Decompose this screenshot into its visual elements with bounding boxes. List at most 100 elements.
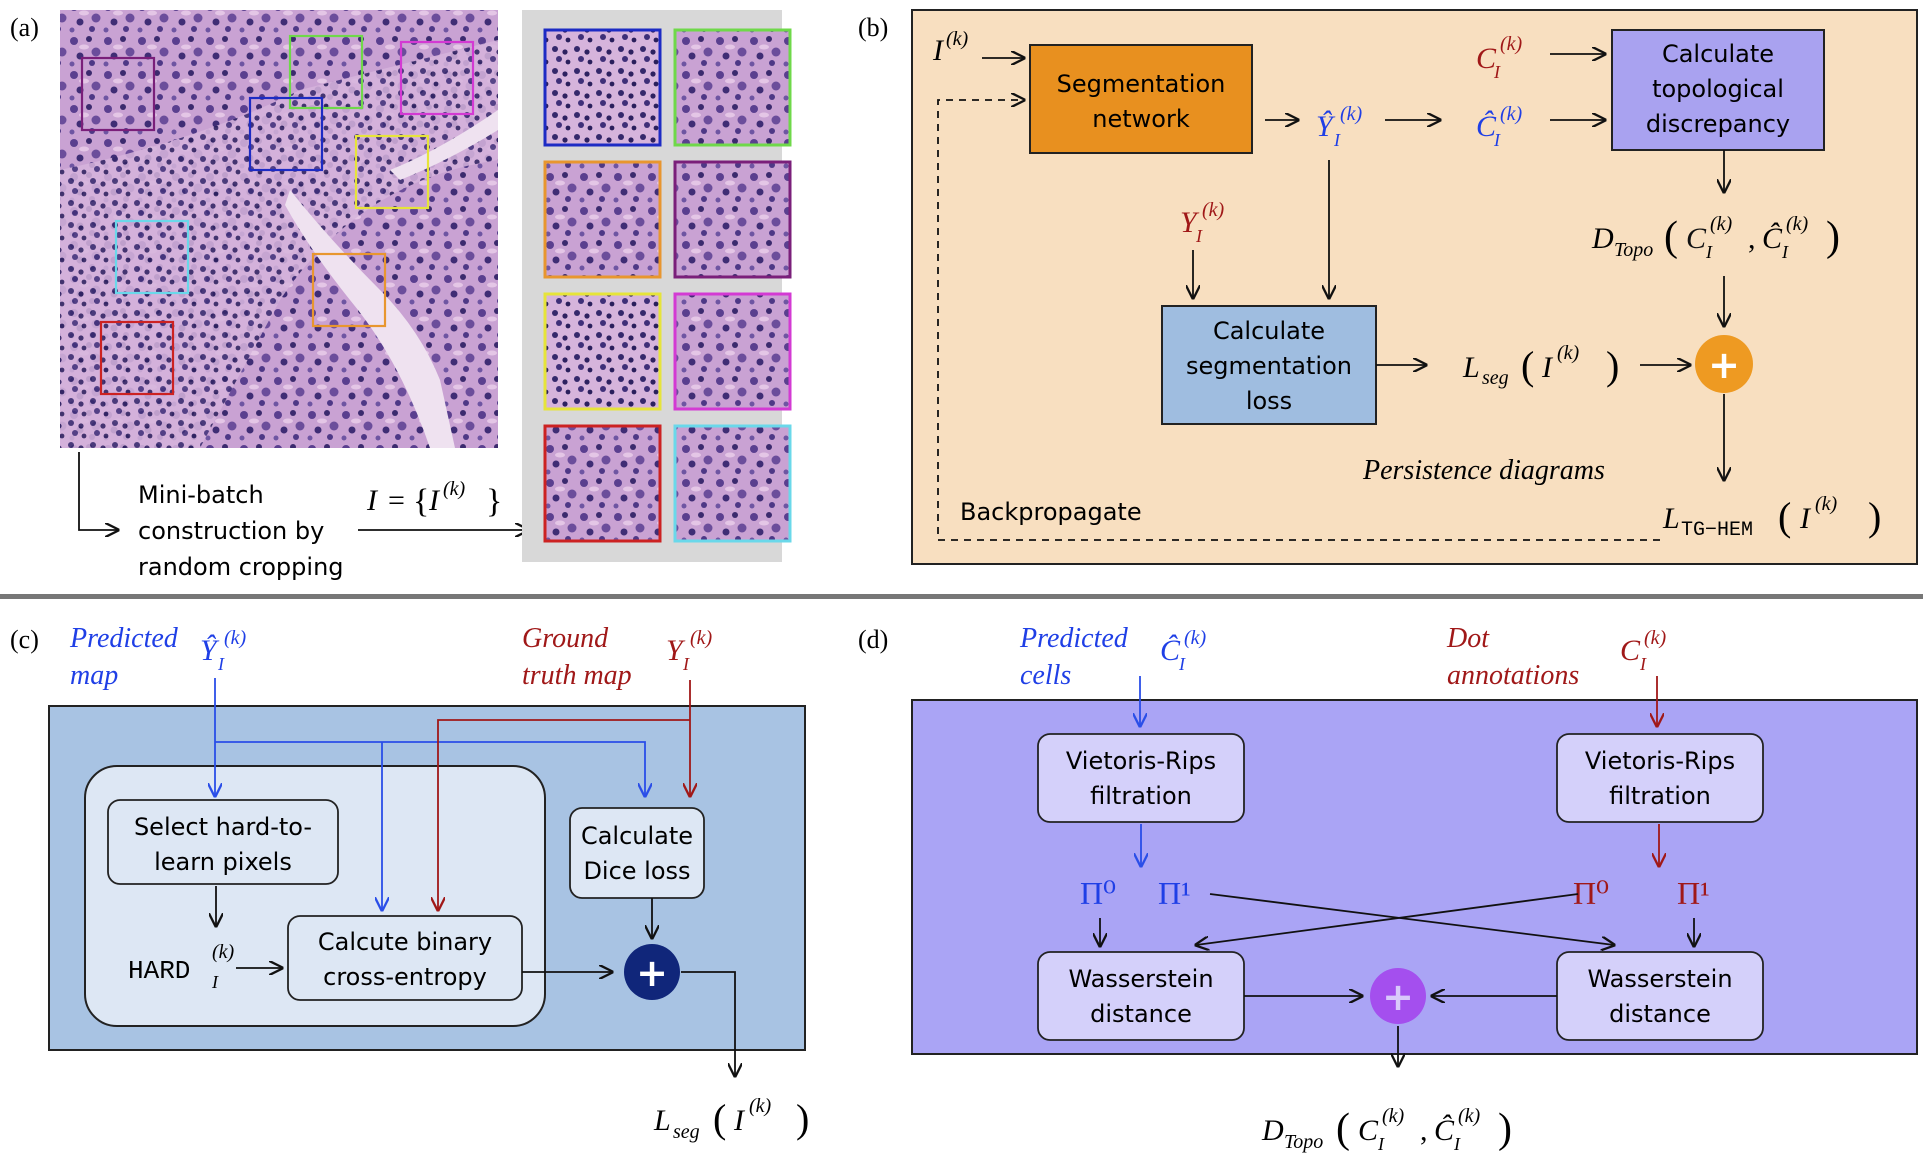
dtopo-label-d: D Topo ( C I (k) , Ĉ I (k) ) (1261, 1105, 1512, 1154)
minibatch-arrow (78, 452, 118, 530)
pi0-pred: Π⁰ (1080, 875, 1116, 911)
hard-label: HARD I (k) (128, 941, 235, 992)
panel-c: (c) Predicted map Ŷ I (k) Ground truth m… (10, 623, 809, 1143)
svg-text:Ŷ: Ŷ (1316, 110, 1336, 143)
plus-circle-d (1370, 968, 1426, 1024)
svg-text:seg: seg (673, 1121, 700, 1143)
svg-text:I: I (1333, 130, 1341, 150)
yhat-label-c: Ŷ I (k) (200, 627, 247, 674)
vr-gt-line2: filtration (1609, 782, 1711, 810)
set-notation: I = { I (k) } (366, 478, 502, 520)
minibatch-text-1: Mini-batch (138, 481, 264, 509)
plus-sign-d: + (1382, 975, 1414, 1019)
c-label-b: C I (k) (1476, 33, 1523, 82)
pi0-gt-to-wass-pred (1196, 893, 1579, 945)
horizontal-divider (0, 594, 1923, 599)
topo-line2: topological (1652, 75, 1784, 103)
wass-gt-line2: distance (1609, 1000, 1711, 1028)
panel-a: (a) Mini-batch construction by random cr… (10, 10, 792, 581)
svg-text:}: } (486, 483, 502, 520)
segmentation-network-line1: Segmentation (1057, 70, 1226, 98)
svg-text:C: C (1686, 222, 1707, 255)
svg-text:(k): (k) (1710, 213, 1733, 235)
svg-text:I: I (1493, 62, 1501, 82)
bce-line2: cross-entropy (323, 963, 487, 991)
plus-circle-b (1695, 335, 1753, 393)
crop-patches (543, 28, 792, 543)
minibatch-text-2: construction by (138, 517, 324, 545)
svg-text:I: I (1178, 654, 1186, 674)
svg-text:L: L (653, 1104, 671, 1137)
svg-text:I: I (1799, 502, 1812, 535)
svg-text:I: I (1493, 130, 1501, 150)
dice-loss-box (569, 807, 705, 899)
segloss-line2: segmentation (1186, 352, 1352, 380)
svg-text:(: ( (1778, 494, 1791, 539)
input-I-label: I (k) (932, 28, 969, 67)
svg-text:(k): (k) (212, 941, 235, 963)
select-line1: Select hard-to- (134, 813, 312, 841)
plus-circle-c (624, 944, 680, 1000)
chat-label-d: Ĉ I (k) (1160, 627, 1207, 674)
svg-text:Ŷ: Ŷ (200, 634, 220, 667)
svg-text:): ) (796, 1096, 809, 1141)
svg-text:(k): (k) (1644, 627, 1667, 649)
topological-discrepancy-box (1611, 29, 1825, 151)
backpropagate-label: Backpropagate (960, 498, 1142, 526)
plus-to-lseg-arrow (681, 971, 735, 1076)
svg-text:Ĉ: Ĉ (1762, 222, 1783, 255)
svg-text:(k): (k) (1382, 1105, 1405, 1127)
panel-d-label: (d) (858, 625, 888, 654)
svg-text:I: I (428, 484, 441, 517)
svg-text:C: C (1476, 42, 1497, 75)
svg-text:I: I (1781, 242, 1789, 262)
topo-line1: Calculate (1662, 40, 1774, 68)
panel-b-label: (b) (858, 13, 888, 42)
vietoris-rips-box-gt (1556, 733, 1764, 823)
svg-text:I: I (1541, 351, 1554, 384)
vr-gt-line1: Vietoris-Rips (1585, 747, 1735, 775)
ground-truth-line1: Ground (522, 623, 609, 654)
svg-text:I: I (733, 1104, 746, 1137)
y-label-b: Y I (k) (1180, 199, 1225, 246)
persistence-diagrams-label: Persistence diagrams (1362, 455, 1605, 486)
chat-label: Ĉ I (k) (1476, 103, 1523, 150)
svg-text:(k): (k) (1500, 33, 1523, 55)
svg-text:(: ( (713, 1096, 726, 1141)
select-hard-pixels-box (107, 799, 339, 885)
segmentation-loss-box (1161, 305, 1377, 425)
svg-text:I: I (1453, 1134, 1461, 1154)
svg-text:I: I (932, 34, 945, 67)
svg-text:(: ( (1521, 343, 1534, 388)
minibatch-text-3: random cropping (138, 553, 344, 581)
yhat-label: Ŷ I (k) (1316, 103, 1363, 150)
plus-sign-c: + (636, 951, 668, 995)
segloss-line1: Calculate (1213, 317, 1325, 345)
plus-sign-b: + (1708, 343, 1740, 387)
select-line2: learn pixels (154, 848, 292, 876)
topo-line3: discrepancy (1646, 110, 1790, 138)
vr-pred-line1: Vietoris-Rips (1066, 747, 1216, 775)
pi1-gt: Π¹ (1677, 875, 1710, 911)
svg-text:(k): (k) (1340, 103, 1363, 125)
svg-text:(k): (k) (1184, 627, 1207, 649)
y-label-c: Y I (k) (666, 627, 713, 674)
svg-text:I: I (366, 484, 379, 517)
lseg-label-b: L seg ( I (k) ) (1462, 342, 1619, 389)
segloss-line3: loss (1246, 387, 1292, 415)
svg-text:(k): (k) (1557, 342, 1580, 364)
binary-cross-entropy-box (287, 915, 523, 1001)
svg-text:(k): (k) (690, 627, 713, 649)
predicted-cells-line2: cells (1020, 660, 1071, 691)
ltg-label: L TG−HEM ( I (k) ) (1662, 493, 1881, 542)
svg-text:D: D (1591, 222, 1614, 255)
svg-text:(k): (k) (224, 627, 247, 649)
svg-text:Topo: Topo (1614, 239, 1653, 261)
dice-line1: Calculate (581, 822, 693, 850)
crop-boxes-on-image (80, 34, 475, 396)
svg-text:Ĉ: Ĉ (1160, 634, 1181, 667)
vr-pred-line2: filtration (1090, 782, 1192, 810)
dot-annotations-line1: Dot (1446, 623, 1490, 654)
svg-text:(k): (k) (749, 1095, 772, 1117)
